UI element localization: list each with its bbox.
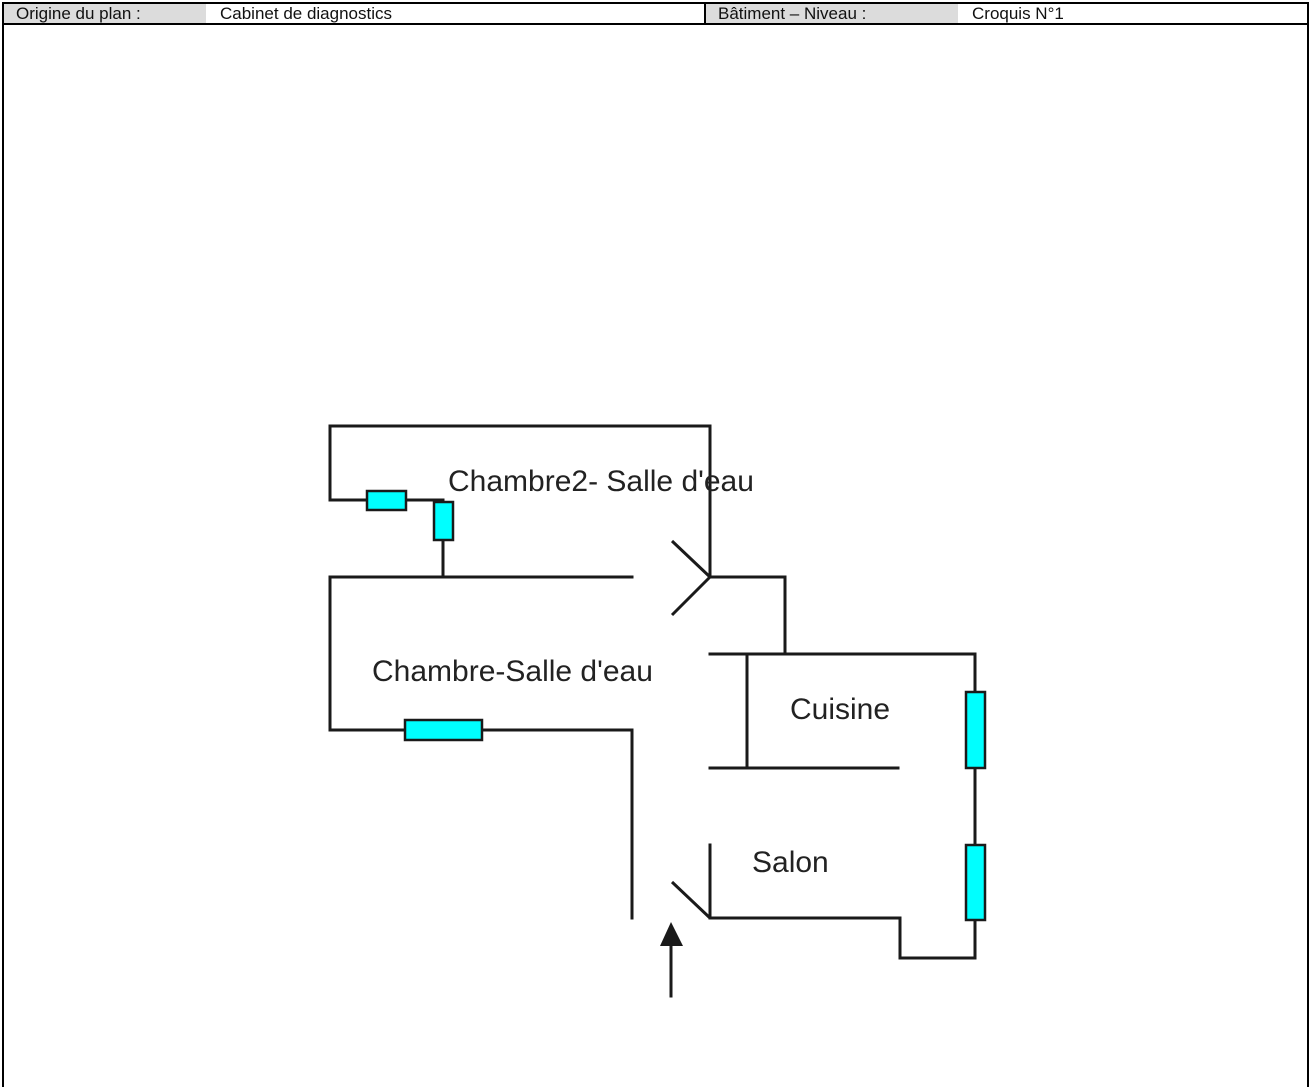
building-value: Croquis N°1 — [958, 4, 1307, 23]
window-cuisine-right — [964, 690, 987, 770]
window-chambre2-horizontal — [365, 489, 408, 512]
plan-header: Origine du plan : Cabinet de diagnostics… — [2, 2, 1309, 25]
entrance-arrow-icon — [660, 922, 683, 998]
room-label-chambre: Chambre-Salle d'eau — [372, 655, 653, 688]
drawing-frame — [2, 25, 1309, 1087]
wall-salon-bottom — [708, 916, 977, 960]
door-chambre2-leaf-bottom — [670, 575, 712, 617]
room-label-cuisine: Cuisine — [790, 693, 890, 726]
wall-corridor-top — [708, 575, 787, 656]
origin-value: Cabinet de diagnostics — [206, 4, 706, 23]
origin-label: Origine du plan : — [4, 4, 206, 23]
door-chambre2-leaf-top — [670, 539, 712, 579]
building-label: Bâtiment – Niveau : — [706, 4, 958, 23]
room-label-salon: Salon — [752, 846, 829, 879]
window-chambre2-vertical — [432, 500, 455, 542]
room-label-chambre2: Chambre2- Salle d'eau — [448, 465, 754, 498]
window-chambre-bottom — [403, 718, 484, 742]
window-salon-right — [964, 843, 987, 922]
door-entrance-leaf — [670, 880, 712, 920]
wall-chambre2-outer — [328, 424, 712, 579]
